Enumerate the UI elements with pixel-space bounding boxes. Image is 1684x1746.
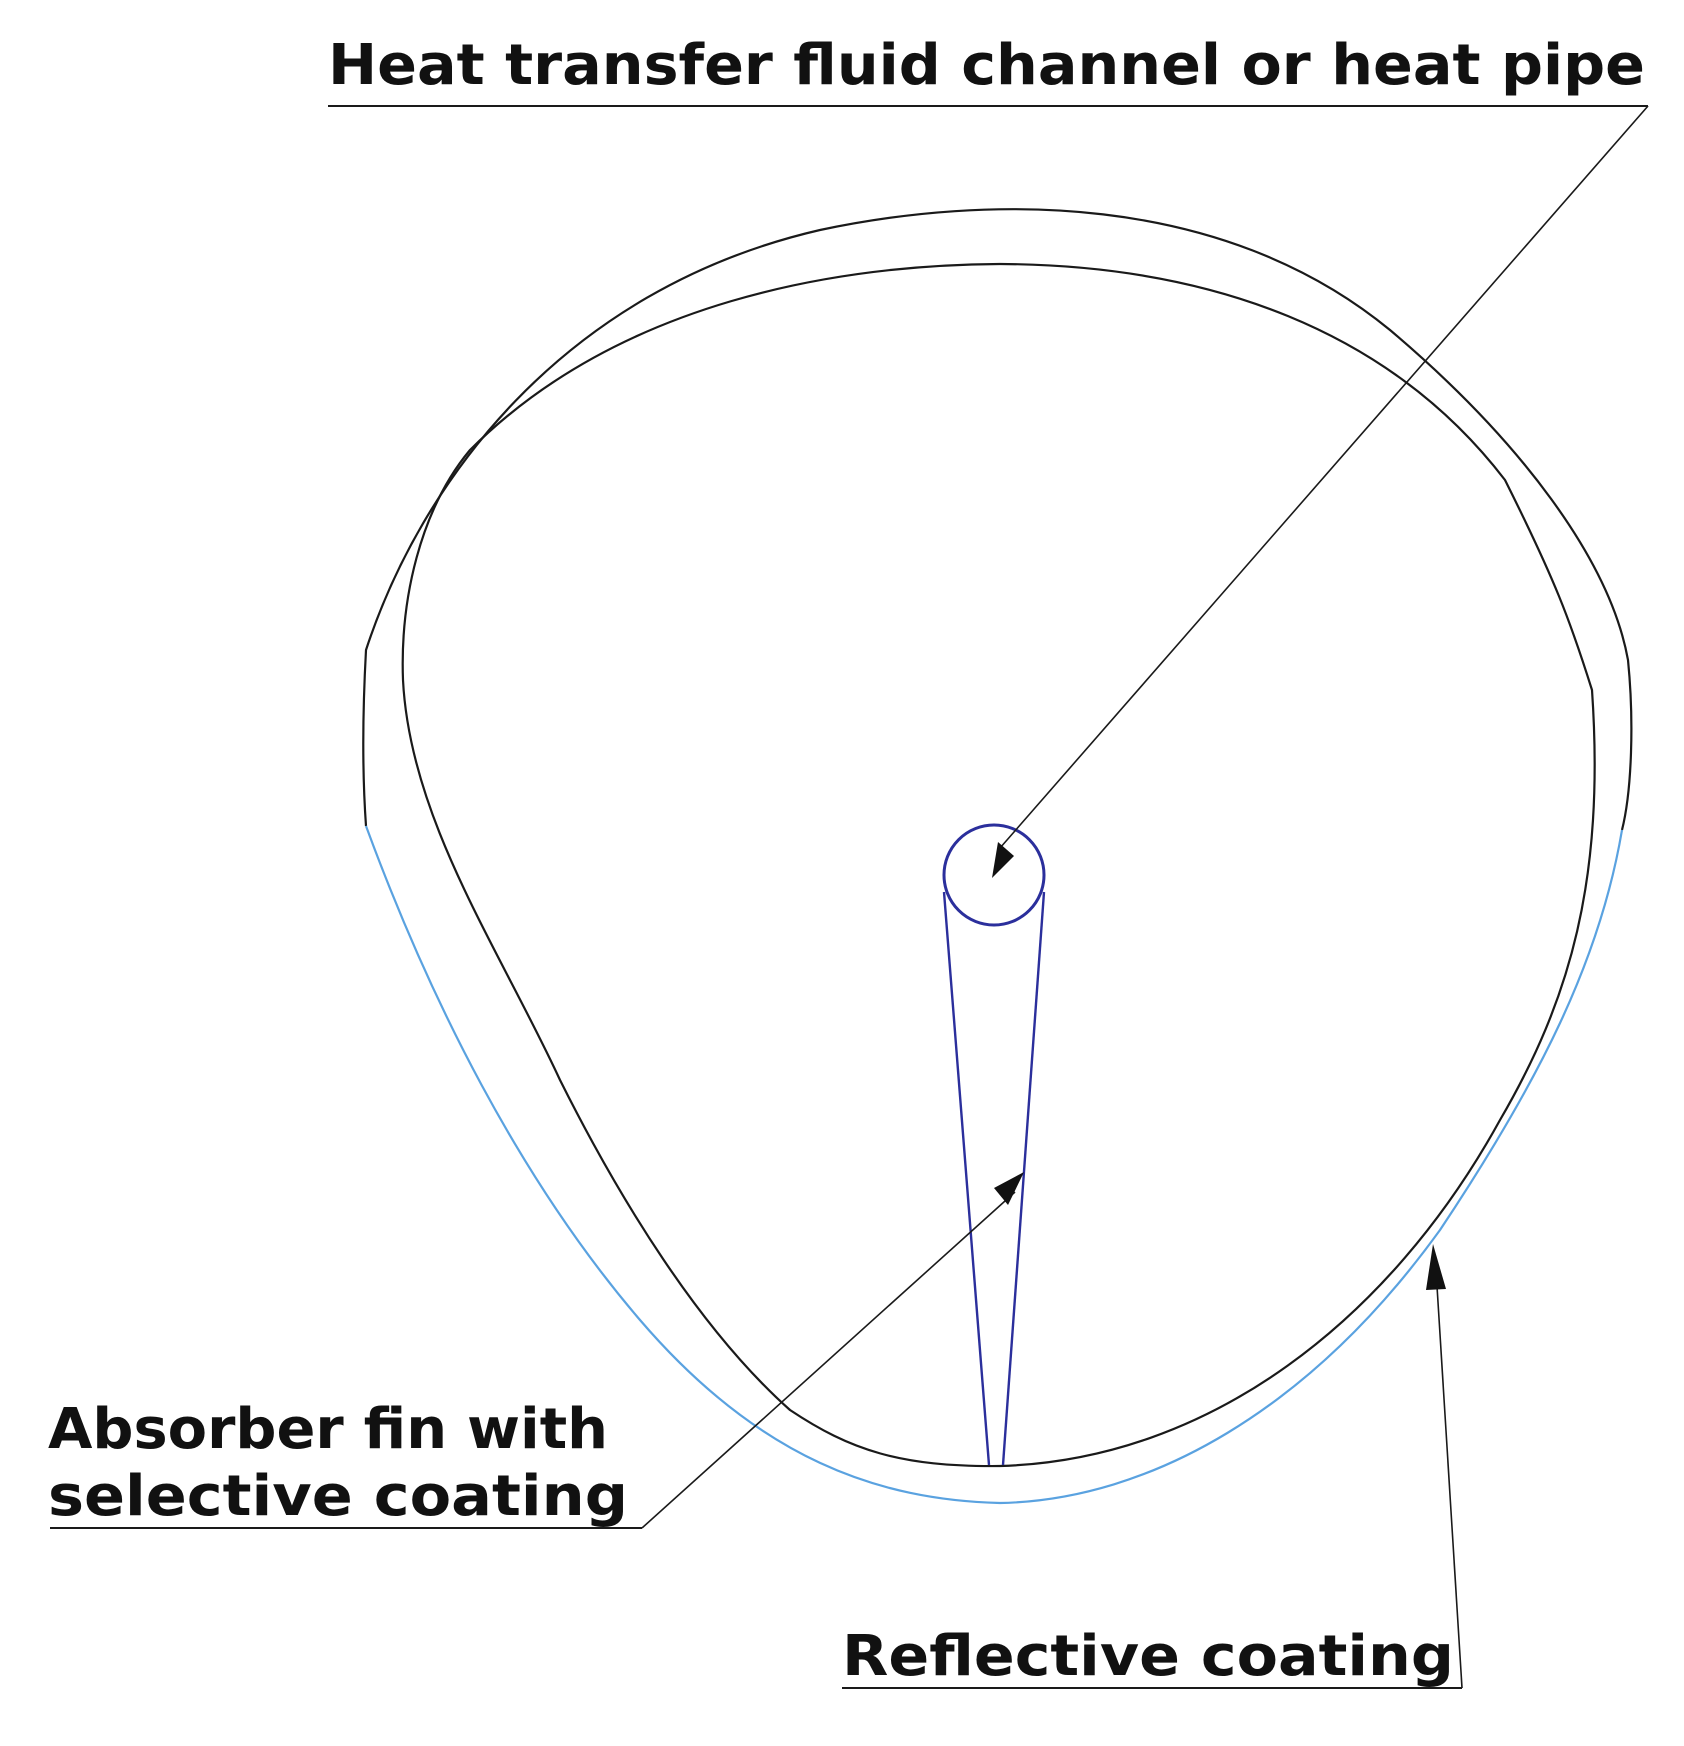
inner-envelope-outline <box>401 262 1596 1468</box>
heat-pipe-leader-line <box>999 105 1649 849</box>
outer-envelope-outline <box>362 208 1633 831</box>
absorber-label-line2: selective coating <box>48 1464 628 1529</box>
reflective-coating-arc <box>364 825 1624 1505</box>
absorber-leader-arrowhead <box>994 1172 1024 1205</box>
reflective-label: Reflective coating <box>842 1624 1454 1689</box>
reflective-leader-arrowhead <box>1426 1244 1446 1290</box>
absorber-fin-left-edge <box>942 891 991 1466</box>
heat-pipe-label: Heat transfer fluid channel or heat pipe <box>328 33 1645 98</box>
absorber-label-line1: Absorber fin with <box>48 1397 608 1462</box>
absorber-fin-right-edge <box>1001 891 1046 1466</box>
absorber-leader-line <box>641 1191 1016 1529</box>
heat-pipe-leader-arrowhead <box>992 842 1014 878</box>
reflective-leader-line <box>1435 1269 1463 1689</box>
